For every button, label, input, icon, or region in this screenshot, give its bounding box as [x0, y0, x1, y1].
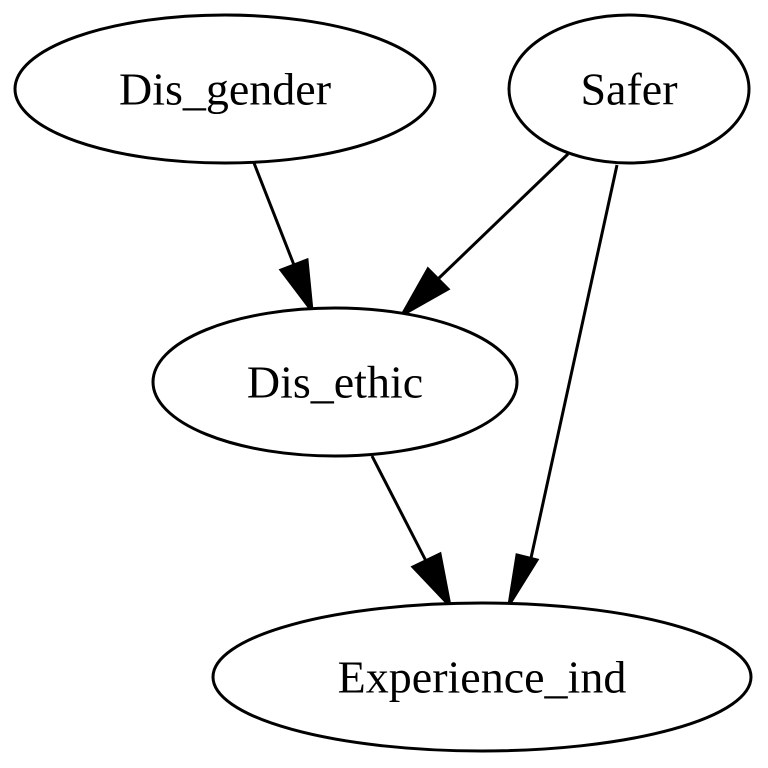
edge-dis-gender-to-dis-ethic: [252, 162, 315, 317]
node-dis-ethic[interactable]: Dis_ethic: [151, 306, 519, 458]
edge-dis-ethic-to-experience-ind: [370, 455, 453, 611]
node-label-safer: Safer: [580, 64, 677, 115]
node-experience-ind[interactable]: Experience_ind: [211, 601, 753, 753]
node-safer[interactable]: Safer: [507, 13, 751, 165]
node-label-dis-gender: Dis_gender: [119, 64, 331, 115]
node-dis-gender[interactable]: Dis_gender: [13, 13, 437, 165]
edge-safer-to-dis-ethic: [398, 152, 570, 319]
node-label-experience-ind: Experience_ind: [338, 652, 627, 703]
node-label-dis-ethic: Dis_ethic: [247, 357, 423, 408]
edge-safer-to-experience-ind: [507, 164, 619, 606]
